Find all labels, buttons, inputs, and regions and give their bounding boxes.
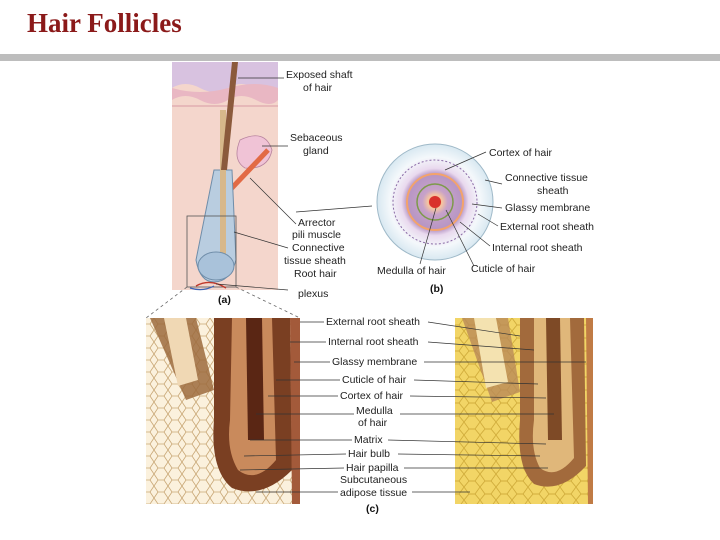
label-b-internal-root-sheath: Internal root sheath bbox=[492, 242, 583, 254]
label-exposed-shaft: Exposed shaft bbox=[286, 69, 353, 81]
panel-a-tag: (a) bbox=[218, 294, 231, 306]
label-root-hair-plexus: Root hair bbox=[294, 268, 337, 280]
label-b-cuticle: Cuticle of hair bbox=[471, 263, 536, 275]
panel-b-tag: (b) bbox=[430, 283, 443, 295]
label-c-glassy-membrane: Glassy membrane bbox=[332, 356, 417, 368]
label-c-medulla: Medulla bbox=[356, 405, 393, 417]
label-b-cortex: Cortex of hair bbox=[489, 147, 553, 159]
panel-a-illustration bbox=[172, 62, 278, 291]
slide-title: Hair Follicles bbox=[27, 8, 182, 38]
label-arrector-pili-line2: pili muscle bbox=[292, 229, 341, 241]
label-sebaceous-gland-line2: gland bbox=[303, 145, 329, 157]
label-b-external-root-sheath: External root sheath bbox=[500, 221, 594, 233]
panel-c-tag: (c) bbox=[366, 503, 379, 515]
label-c-hair-bulb: Hair bulb bbox=[348, 448, 390, 460]
title-divider bbox=[0, 54, 720, 61]
label-c-medulla-line2: of hair bbox=[358, 417, 388, 429]
label-c-cortex: Cortex of hair bbox=[340, 390, 404, 402]
label-c-cuticle: Cuticle of hair bbox=[342, 374, 407, 386]
panel-b-cross-section bbox=[376, 143, 494, 261]
label-c-internal-root-sheath: Internal root sheath bbox=[328, 336, 419, 348]
label-b-medulla: Medulla of hair bbox=[377, 265, 446, 277]
label-c-hair-papilla: Hair papilla bbox=[346, 462, 399, 474]
label-root-hair-plexus-line2: plexus bbox=[298, 288, 328, 300]
label-connective-tissue-sheath: Connective bbox=[292, 242, 345, 254]
label-b-connective-sheath-line2: sheath bbox=[537, 185, 569, 197]
panel-a-leader-lines bbox=[215, 77, 373, 291]
label-sebaceous-gland: Sebaceous bbox=[290, 132, 343, 144]
label-c-subcutaneous-line2: adipose tissue bbox=[340, 487, 407, 499]
label-exposed-shaft-line2: of hair bbox=[303, 82, 333, 94]
label-c-subcutaneous: Subcutaneous bbox=[340, 474, 407, 486]
panel-c-leader-lines bbox=[239, 321, 586, 493]
label-b-connective-sheath: Connective tissue bbox=[505, 172, 588, 184]
panel-b-leader-lines bbox=[419, 151, 503, 267]
label-connective-tissue-sheath-line2: tissue sheath bbox=[284, 255, 346, 267]
label-arrector-pili: Arrector bbox=[298, 217, 336, 229]
label-c-matrix: Matrix bbox=[354, 434, 383, 446]
label-c-external-root-sheath: External root sheath bbox=[326, 316, 420, 328]
panel-c-micrograph-left bbox=[146, 318, 300, 504]
panel-c-projection-lines bbox=[145, 286, 301, 319]
label-b-glassy-membrane: Glassy membrane bbox=[505, 202, 590, 214]
